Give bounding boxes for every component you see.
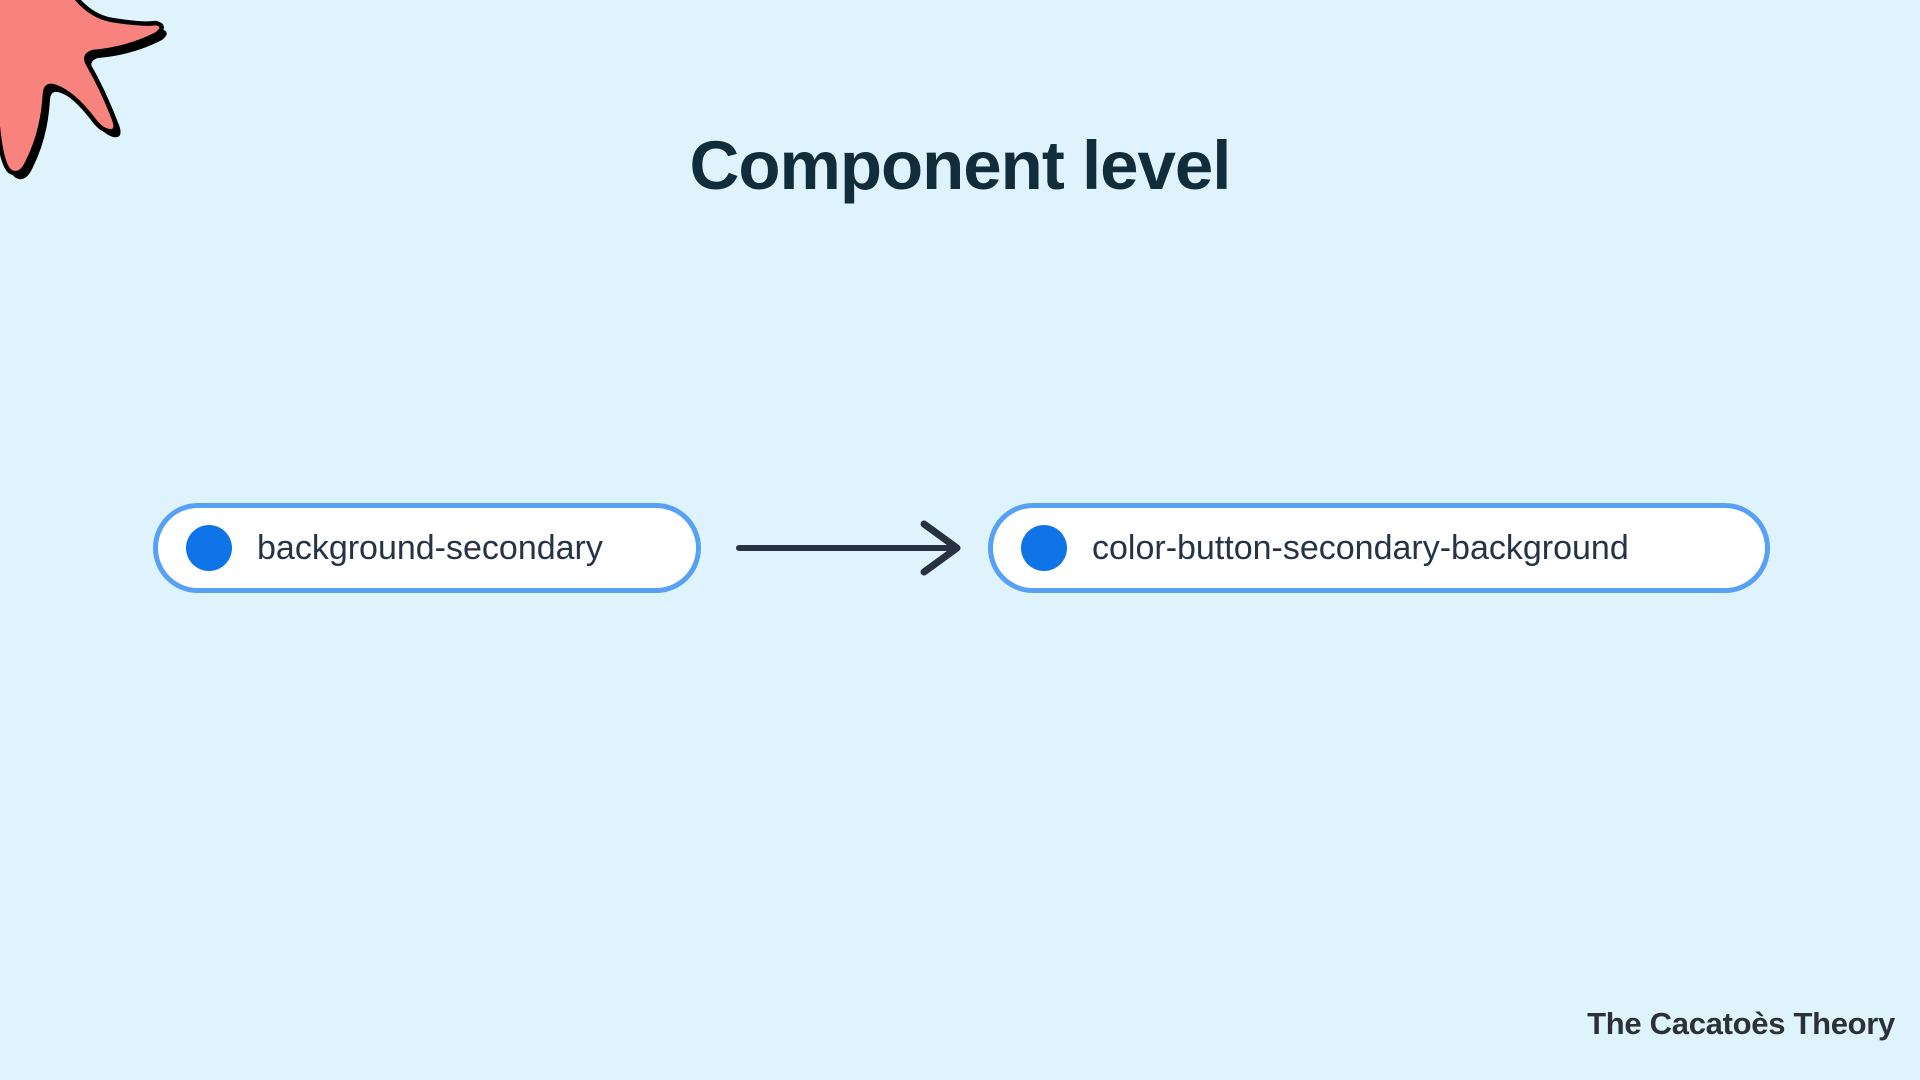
target-token-pill: color-button-secondary-background xyxy=(988,503,1770,593)
mapping-arrow-icon xyxy=(736,520,961,576)
source-token-pill: background-secondary xyxy=(153,503,701,593)
slide-title: Component level xyxy=(689,127,1232,204)
source-token-label: background-secondary xyxy=(257,528,603,567)
target-token-label: color-button-secondary-background xyxy=(1092,528,1629,567)
footer-brand: The Cacatoès Theory xyxy=(1587,1006,1895,1041)
token-mapping-row: background-secondary color-button-second… xyxy=(153,503,1770,593)
starburst-decoration-icon xyxy=(0,0,167,180)
color-swatch-dot-icon xyxy=(186,525,232,571)
color-swatch-dot-icon xyxy=(1021,525,1067,571)
